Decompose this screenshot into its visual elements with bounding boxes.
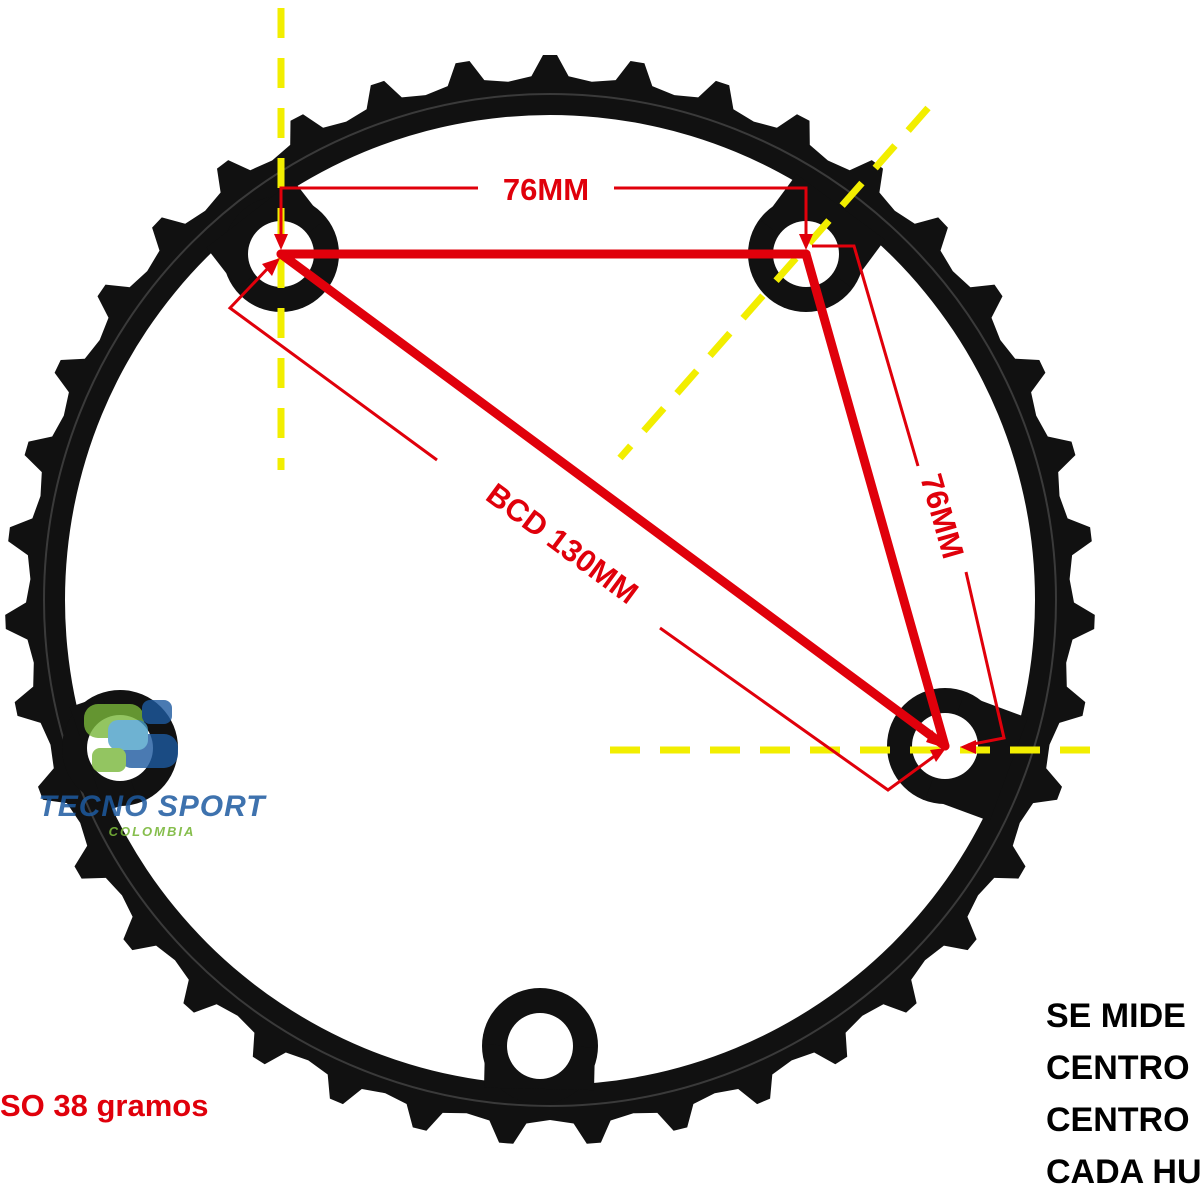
arrow-bcd-upper-head (262, 258, 280, 276)
note-line: CENTRO (1046, 1101, 1190, 1139)
chainring-rim-line (43, 93, 1057, 1107)
note-line: CADA HU (1046, 1153, 1200, 1191)
dimension-arrows (262, 234, 976, 762)
bolt-holes (87, 221, 978, 1079)
top-dimension-label: 76MM (503, 172, 589, 207)
note-line: CENTRO (1046, 1049, 1190, 1087)
measurement-note: SE MIDE CENTRO CENTRO CADA HU (1046, 990, 1200, 1198)
arrow-top-right-head (799, 234, 813, 250)
weight-label: SO 38 gramos (0, 1088, 209, 1123)
bolt-hole (507, 1013, 573, 1079)
side-dimension-label: 76MM (913, 470, 970, 562)
side-dimension-lower-line (964, 571, 1006, 747)
logo-name: TECNO SPORT (38, 790, 266, 823)
tecno-sport-logo: TECNO SPORT COLOMBIA (22, 690, 282, 850)
diagonal-guide-line (617, 105, 931, 461)
chainring-teeth (5, 55, 1095, 1144)
bcd-dimension-label: BCD 130MM (480, 476, 645, 611)
bcd-dimension-upper-line (227, 264, 438, 462)
arrow-top-left-head (274, 234, 288, 250)
arrow-side-lower-head (960, 740, 976, 754)
top-dimension-right-line (614, 186, 808, 240)
dimension-lines (227, 186, 1006, 792)
side-dimension-upper-line (812, 244, 920, 467)
guide-lines (277, 8, 1095, 754)
tecno-sport-logo-icon (84, 700, 178, 772)
arrow-diagonal-end-head (926, 730, 948, 749)
logo-subtitle: COLOMBIA (108, 824, 196, 839)
triangle-right-edge (801, 249, 950, 751)
arrow-bcd-lower-head (930, 748, 946, 762)
top-dimension-left-line (279, 186, 478, 240)
triangle-diagonal-edge (276, 249, 950, 751)
note-line: SE MIDE (1046, 997, 1186, 1035)
bolt-triangle (276, 249, 950, 751)
chainring-graphic (5, 55, 1095, 1144)
bcd-dimension-lower-line (659, 626, 941, 792)
